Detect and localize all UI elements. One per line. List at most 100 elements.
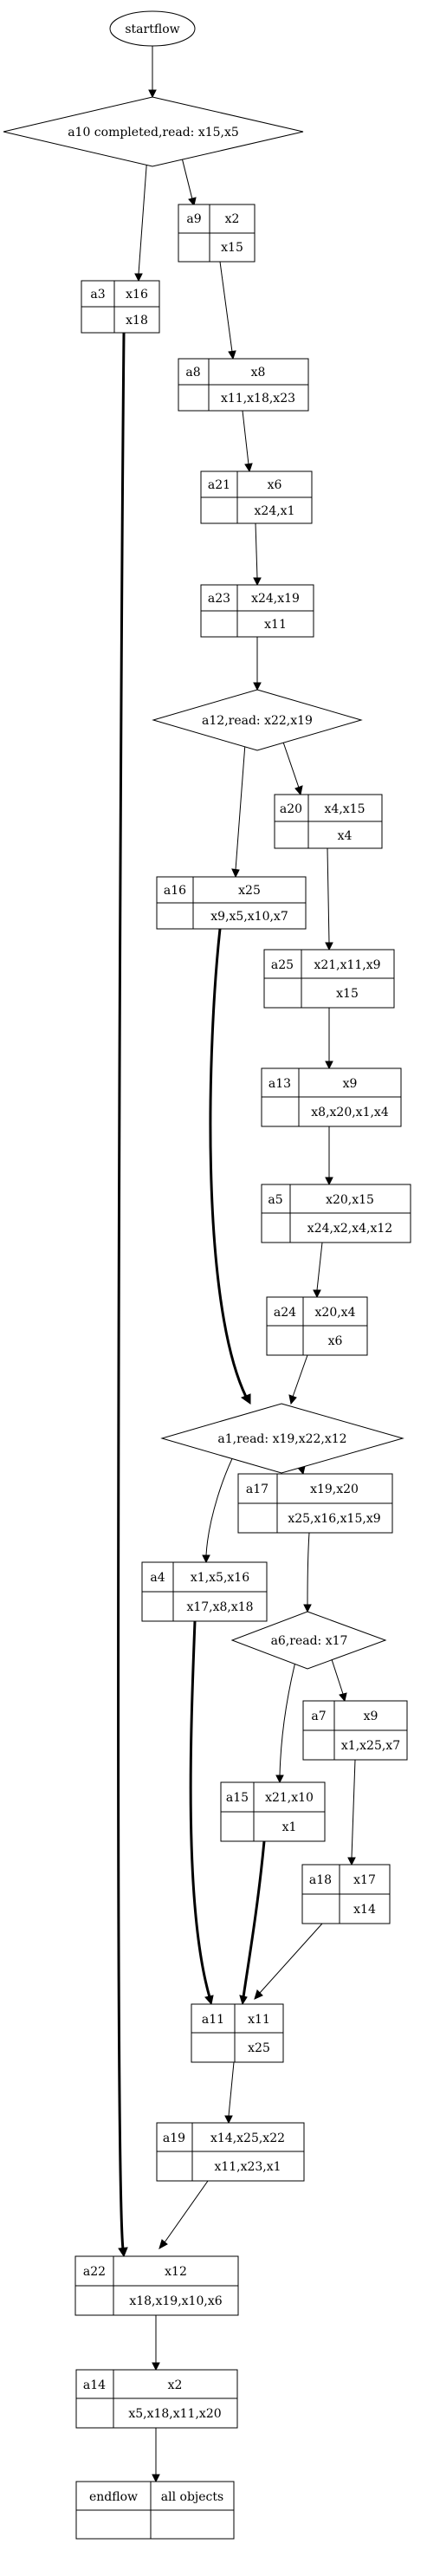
decision-a1: a1,read: x19,x22,x12 <box>160 1403 404 1474</box>
box-a15-bottom: x1 <box>282 1820 297 1834</box>
box-a19-bottom: x11,x23,x1 <box>214 2160 281 2174</box>
edge-d2-to-a16 <box>235 731 247 871</box>
arrowhead <box>313 1289 321 1299</box>
box-a24-top: x20,x4 <box>315 1306 356 1320</box>
box-a20-top: x4,x15 <box>325 802 366 816</box>
box-a9: a9 x2 x15 <box>178 204 256 263</box>
edge-a16-to-d3-bold <box>209 928 248 1398</box>
arrowhead <box>303 1604 312 1613</box>
box-a20: a20 x4,x15 x4 <box>274 794 383 849</box>
arrowhead <box>253 577 262 587</box>
box-a15-top: x21,x10 <box>265 1791 314 1805</box>
end-node-left: endflow <box>89 2490 138 2504</box>
box-a15: a15 x21,x10 x1 <box>220 1781 326 1842</box>
box-a11-bottom: x25 <box>248 2041 270 2055</box>
box-a4-id: a4 <box>150 1571 165 1585</box>
box-a11-id: a11 <box>202 2013 224 2027</box>
box-a24-id: a24 <box>274 1306 296 1320</box>
box-a4: a4 x1,x5,x16 x17,x8,x18 <box>141 1561 268 1622</box>
end-node: endflow all objects <box>75 2481 235 2540</box>
box-a14-bottom: x5,x18,x11,x20 <box>128 2407 221 2421</box>
arrowhead <box>118 2247 128 2258</box>
arrowhead <box>253 682 262 691</box>
box-a23-top: x24,x19 <box>251 592 300 606</box>
box-a4-top: x1,x5,x16 <box>191 1571 249 1585</box>
box-a25-bottom: x15 <box>336 987 359 1001</box>
box-a13: a13 x9 x8,x20,x1,x4 <box>261 1067 402 1127</box>
box-a11-top: x11 <box>248 2013 270 2027</box>
box-a17-id: a17 <box>246 1483 268 1496</box>
box-a23: a23 x24,x19 x11 <box>200 584 314 638</box>
edges <box>117 45 356 2483</box>
box-a16: a16 x25 x9,x5,x10,x7 <box>156 876 307 930</box>
decision-a6-label: a6,read: x17 <box>271 1634 348 1648</box>
box-a16-id: a16 <box>164 884 186 898</box>
arrowhead <box>325 1061 333 1070</box>
box-a25-id: a25 <box>271 958 294 972</box>
box-a14-top: x2 <box>168 2378 183 2392</box>
box-a22-top: x12 <box>165 2265 187 2279</box>
edge-a9-to-a8 <box>219 261 233 353</box>
box-a19-top: x14,x25,x22 <box>210 2132 285 2145</box>
box-a3-id: a3 <box>90 288 105 302</box>
decision-a12-label: a12,read: x22,x19 <box>202 714 313 728</box>
box-a16-top: x25 <box>238 884 261 898</box>
decision-a10: a10 completed,read: x15,x5 <box>3 96 304 167</box>
box-a25-top: x21,x11,x9 <box>314 958 380 972</box>
box-a19-id: a19 <box>163 2132 185 2145</box>
box-a22-bottom: x18,x19,x10,x6 <box>129 2294 222 2308</box>
edge-a11-to-a19 <box>228 2061 235 2117</box>
arrowhead <box>325 942 333 951</box>
start-node-label: startflow <box>125 23 179 36</box>
box-a23-bottom: x11 <box>264 618 287 632</box>
box-a21-bottom: x24,x1 <box>255 504 295 518</box>
box-a3-bottom: x18 <box>126 314 148 328</box>
box-a18-id: a18 <box>309 1873 332 1887</box>
arrowhead <box>231 868 240 879</box>
box-a14: a14 x2 x5,x18,x11,x20 <box>75 2369 238 2429</box>
edge-a18-to-a11 <box>259 1923 323 1994</box>
arrowhead <box>224 2115 233 2125</box>
box-a25: a25 x21,x11,x9 x15 <box>263 949 395 1009</box>
box-a20-bottom: x4 <box>338 829 353 843</box>
box-a7-bottom: x1,x25,x7 <box>341 1739 400 1753</box>
box-a22: a22 x12 x18,x19,x10,x6 <box>74 2255 239 2316</box>
box-a17: a17 x19,x20 x25,x16,x15,x9 <box>237 1473 393 1534</box>
box-a21: a21 x6 x24,x1 <box>200 470 313 524</box>
box-a18: a18 x17 x14 <box>301 1864 391 1924</box>
arrowhead <box>134 273 143 282</box>
arrowhead <box>148 89 157 99</box>
box-a5-bottom: x24,x2,x4,x12 <box>307 1222 392 1236</box>
edge-a5-to-a24 <box>316 1242 323 1291</box>
arrowhead <box>159 2239 168 2250</box>
arrowhead <box>294 785 303 796</box>
box-a18-bottom: x14 <box>353 1903 376 1917</box>
box-a23-id: a23 <box>208 592 230 606</box>
box-a15-id: a15 <box>226 1791 249 1805</box>
decision-a1-label: a1,read: x19,x22,x12 <box>217 1432 346 1446</box>
box-a9-top: x2 <box>225 212 240 226</box>
arrowhead <box>275 1775 284 1784</box>
arrowhead <box>339 1692 347 1703</box>
box-a7-top: x9 <box>364 1710 378 1723</box>
box-a3: a3 x16 x18 <box>81 280 160 334</box>
box-a3-top: x16 <box>126 288 148 302</box>
box-a4-bottom: x17,x8,x18 <box>186 1600 253 1614</box>
edge-d4-to-a15 <box>279 1651 299 1776</box>
edge-a21-to-a23 <box>255 522 258 579</box>
box-a7: a7 x9 x1,x25,x7 <box>302 1700 408 1761</box>
decision-a10-label: a10 completed,read: x15,x5 <box>68 126 239 140</box>
arrowhead <box>288 1394 297 1405</box>
arrowhead <box>254 1989 263 2000</box>
arrowhead <box>228 350 236 360</box>
box-a8-id: a8 <box>185 366 200 380</box>
box-a16-bottom: x9,x5,x10,x7 <box>210 910 288 924</box>
edge-a19-to-a22 <box>164 2180 209 2243</box>
edge-a24-to-d3 <box>292 1354 308 1398</box>
arrowhead <box>152 2474 160 2483</box>
box-a7-id: a7 <box>311 1710 326 1723</box>
box-a17-top: x19,x20 <box>310 1483 359 1496</box>
box-a24: a24 x20,x4 x6 <box>266 1296 368 1356</box>
box-a9-id: a9 <box>186 212 201 226</box>
